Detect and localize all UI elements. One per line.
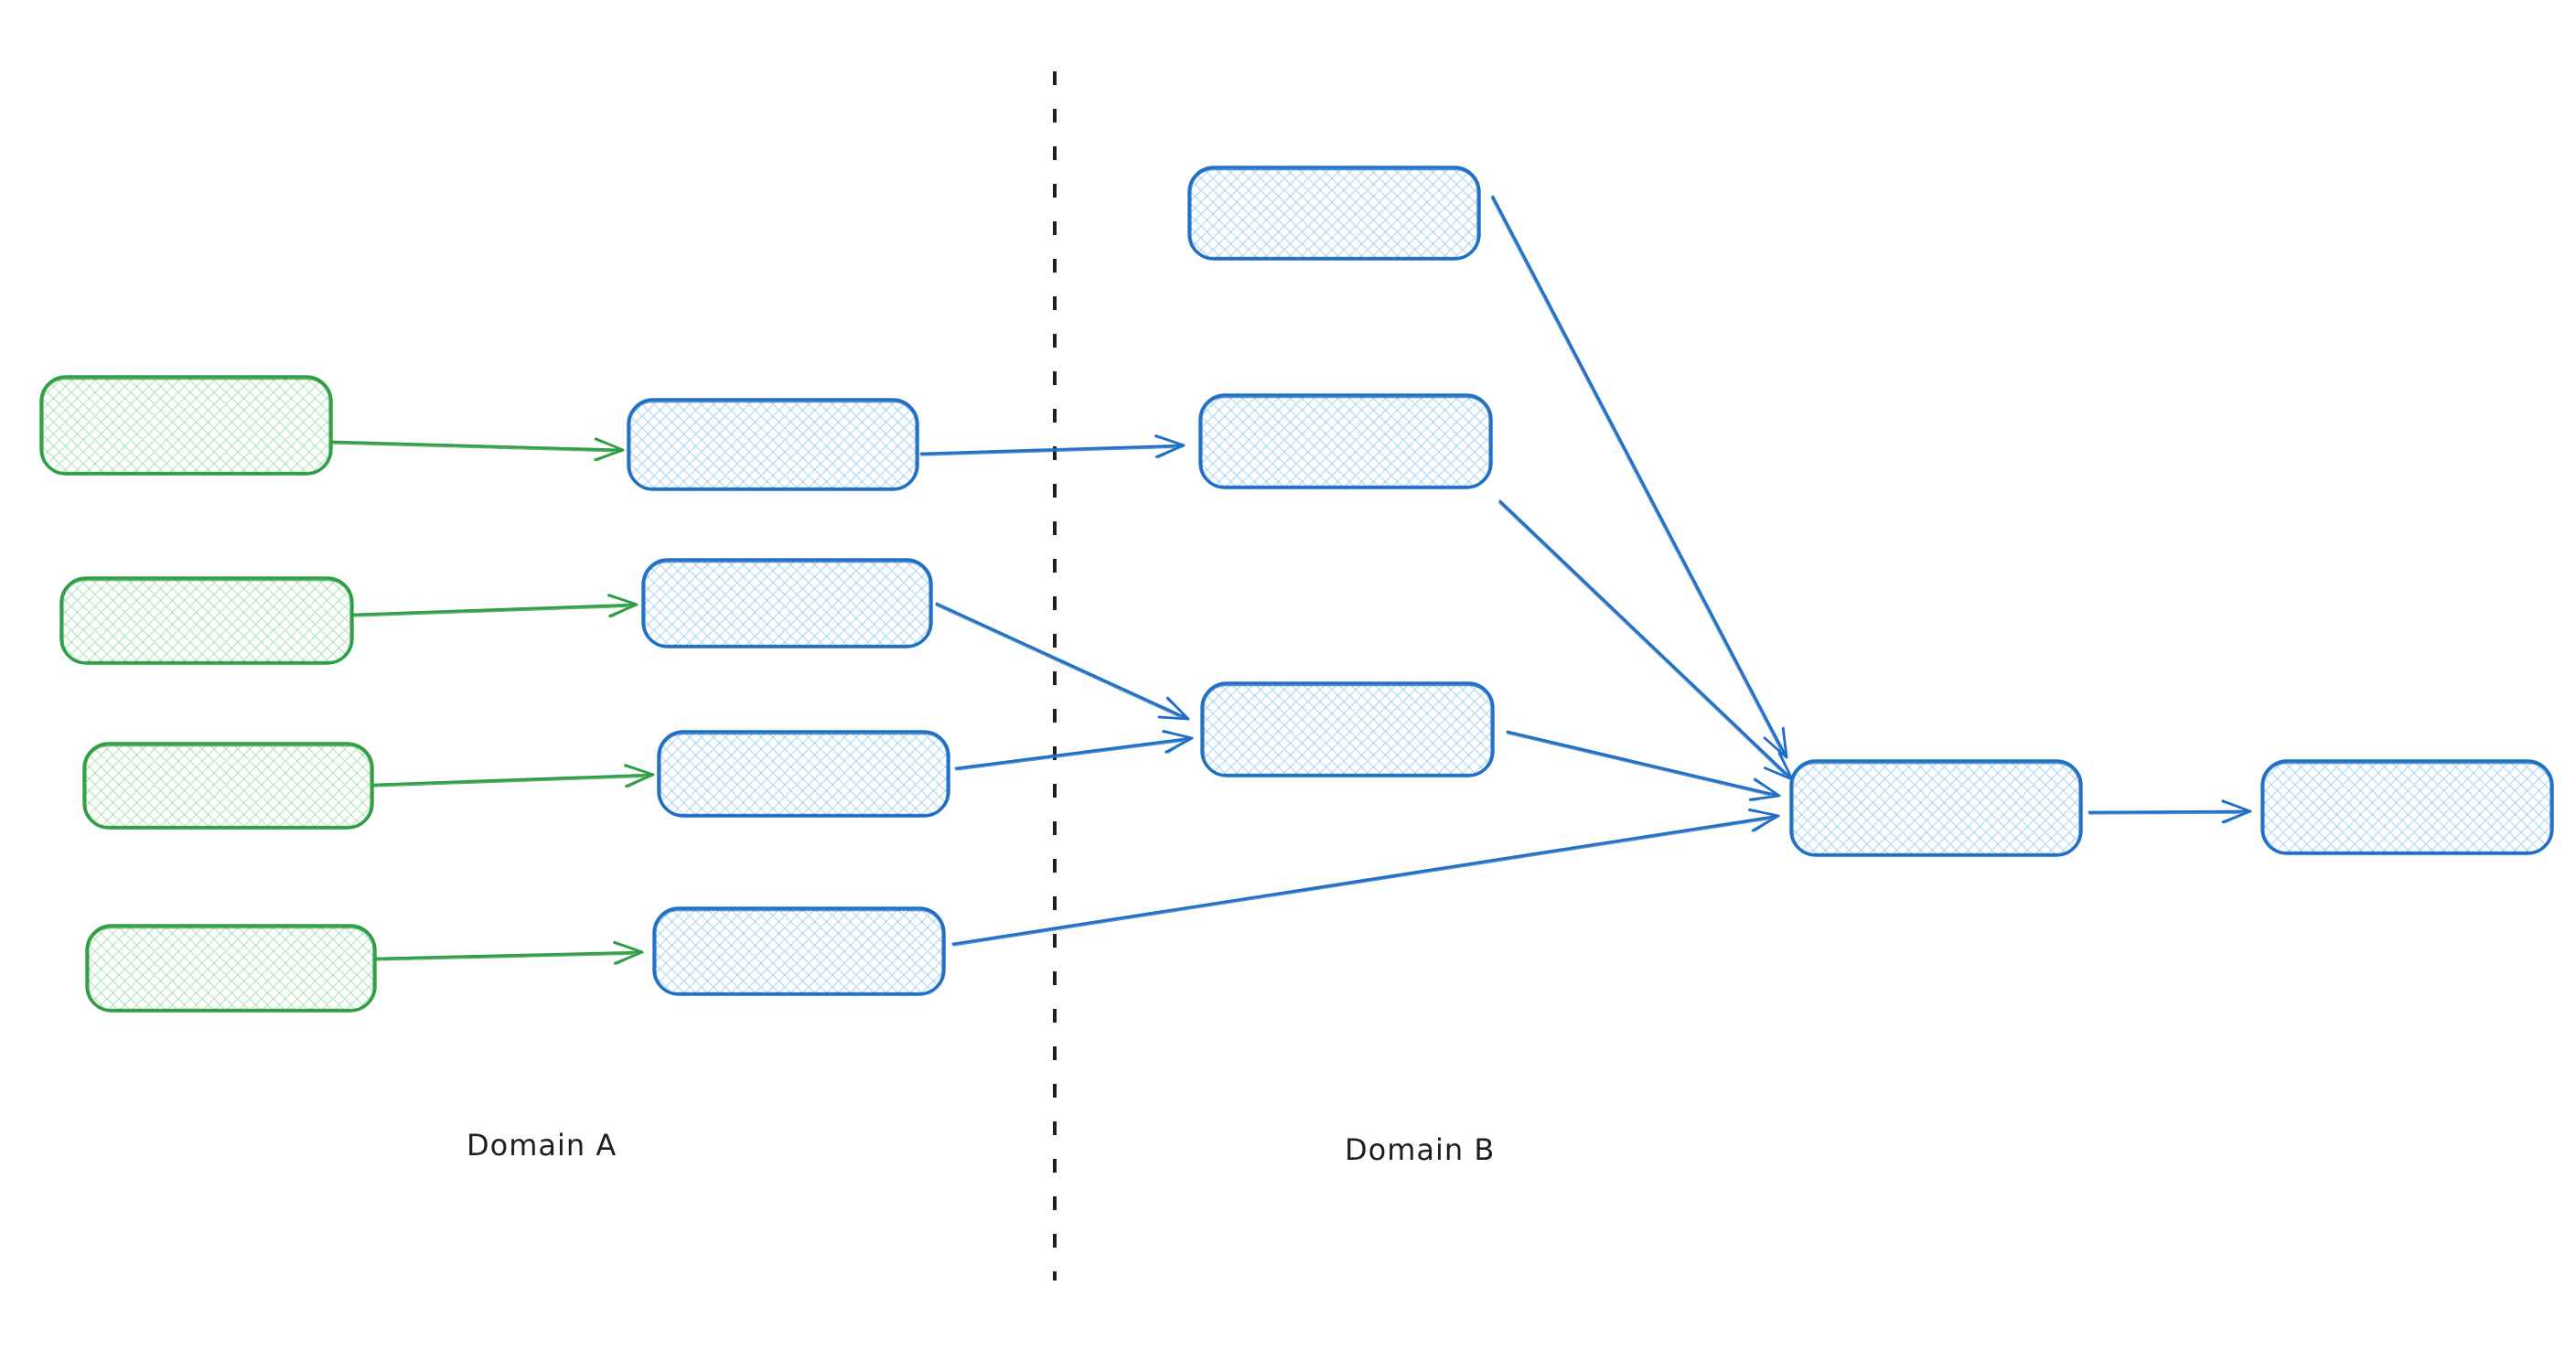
edge-mapped-node-1-to-domainb-node-middle (919, 434, 1186, 459)
mapped-node-4 (652, 906, 946, 996)
edges-layer (331, 195, 2252, 965)
edge-green-source-3-to-mapped-node-3 (372, 764, 655, 788)
mapped-node-3 (657, 730, 950, 818)
mapped-node-2 (641, 558, 933, 648)
edge-mapped-node-2-to-domainb-node-lower (935, 602, 1190, 721)
domain-a-label: Domain A (467, 1128, 617, 1163)
edge-domainb-node-lower-to-merge-node (1506, 730, 1781, 801)
edge-domainb-node-middle-to-merge-node (1497, 499, 1794, 781)
edge-merge-node-to-output-node (2088, 799, 2252, 824)
edge-green-source-2-to-mapped-node-2 (352, 594, 639, 618)
edge-green-source-4-to-mapped-node-4 (375, 940, 644, 965)
green-source-4 (85, 924, 377, 1013)
domainb-node-top (1187, 166, 1481, 261)
green-source-1 (39, 375, 333, 476)
domain-b-label: Domain B (1345, 1132, 1495, 1167)
green-source-2 (59, 576, 354, 665)
edge-domainb-node-top-to-merge-node (1490, 195, 1788, 759)
merge-node (1789, 759, 2083, 857)
green-source-3 (82, 742, 374, 830)
nodes-layer (39, 166, 2554, 1013)
output-node (2260, 759, 2554, 855)
domainb-node-middle (1198, 393, 1493, 489)
edge-mapped-node-3-to-domainb-node-lower (954, 729, 1194, 771)
edge-green-source-1-to-mapped-node-1 (331, 437, 625, 462)
mapped-node-1 (627, 398, 919, 491)
edge-mapped-node-4-to-merge-node (951, 808, 1780, 947)
domainb-node-lower (1200, 681, 1495, 777)
